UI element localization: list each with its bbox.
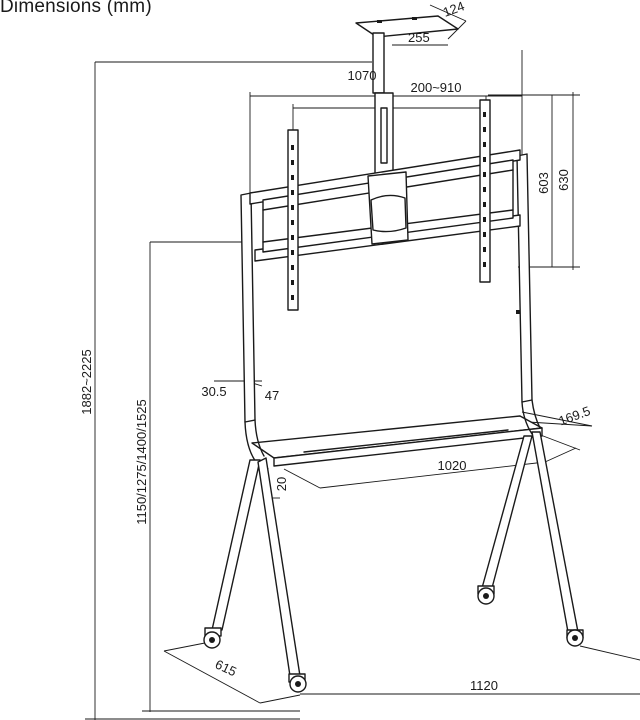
shelf-heights-label: 1150/1275/1400/1525 [134,399,149,525]
leg-front-left [211,459,261,631]
left-upright [240,192,256,423]
leg-back-right [531,431,579,633]
ceiling-width-label: 255 [408,30,430,45]
dimension-lines [85,4,640,720]
tv-stand [203,15,584,693]
upper-column [372,32,385,94]
leg-front-right [481,435,533,589]
post-width-label: 30.5 [201,384,226,399]
ceiling-plate-hole [412,17,417,20]
vesa-horizontal-label: 200~910 [411,80,462,95]
shelf-thickness-label: 20 [274,477,289,491]
ceiling-plate-hole [377,20,382,23]
right-upright [516,153,533,403]
base-depth-label: 615 [213,657,239,680]
diagram-title: Dimensions (mm) [0,0,152,17]
ceiling-depth-label: 124 [441,0,467,20]
post-depth-label: 47 [265,388,279,403]
overall-width-label: 1070 [348,68,377,83]
caster [288,673,307,693]
column-slot [380,107,388,164]
shelf-width-label: 1020 [438,458,467,473]
ceiling-plate [355,15,459,38]
caster [203,627,222,649]
dimension-labels: 124 255 1070 200~910 603 630 1882~2225 1… [79,0,592,693]
base-width-label: 1120 [470,678,498,693]
caster [477,585,495,605]
caster [566,629,584,647]
vesa-vertical-min-label: 603 [536,172,551,194]
overall-height-label: 1882~2225 [79,349,94,414]
shelf-edge [273,427,543,467]
vesa-vertical-max-label: 630 [556,169,571,191]
